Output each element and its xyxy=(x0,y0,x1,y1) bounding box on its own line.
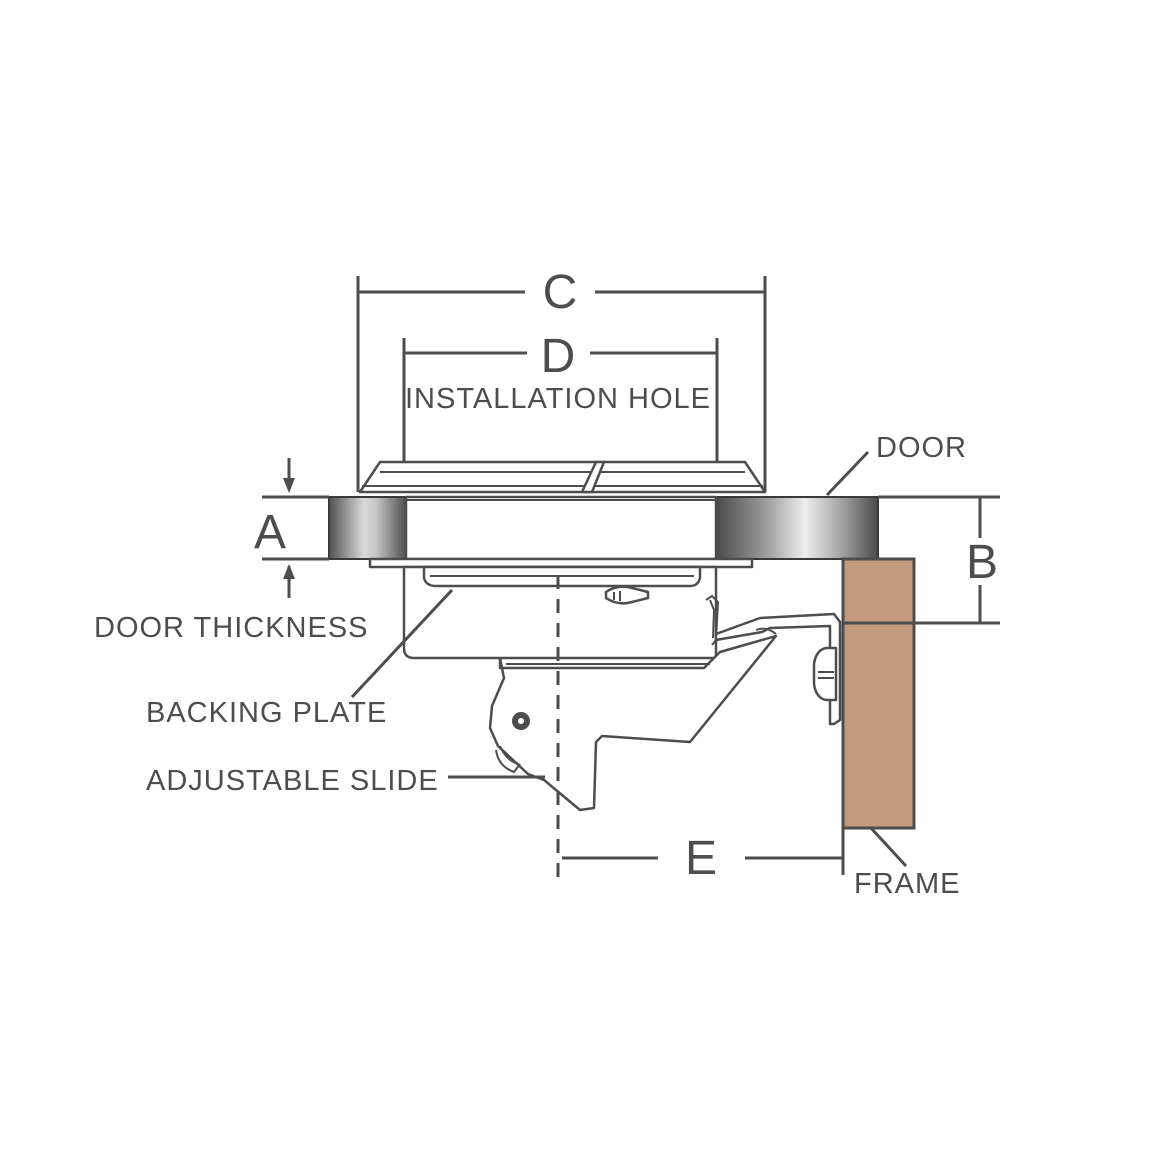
door-leader xyxy=(825,450,870,497)
door-label: DOOR xyxy=(876,432,967,464)
adjustable-slide xyxy=(488,627,778,812)
frame-label: FRAME xyxy=(854,868,961,900)
dimension-a-label: A xyxy=(254,506,286,559)
dimension-d-label: D xyxy=(541,330,576,383)
frame-section xyxy=(841,557,916,830)
dimension-e-label: E xyxy=(685,832,717,885)
dimension-e: E xyxy=(562,828,845,885)
frame-leader xyxy=(869,826,908,868)
strike-bracket xyxy=(714,612,842,726)
backing-plate-label: BACKING PLATE xyxy=(146,697,387,729)
dimension-c: C xyxy=(356,266,767,492)
latch-body xyxy=(358,460,767,660)
installation-hole-label: INSTALLATION HOLE xyxy=(405,383,711,415)
adjustable-slide-label: ADJUSTABLE SLIDE xyxy=(146,765,439,797)
dimension-b-label: B xyxy=(966,536,998,589)
dimension-a: A xyxy=(254,458,329,598)
dimension-b: B xyxy=(843,495,1000,625)
door-thickness-label: DOOR THICKNESS xyxy=(94,612,369,644)
backing-plate-leader xyxy=(350,588,454,699)
dimension-c-label: C xyxy=(543,266,578,319)
dimension-d: D xyxy=(402,330,719,492)
